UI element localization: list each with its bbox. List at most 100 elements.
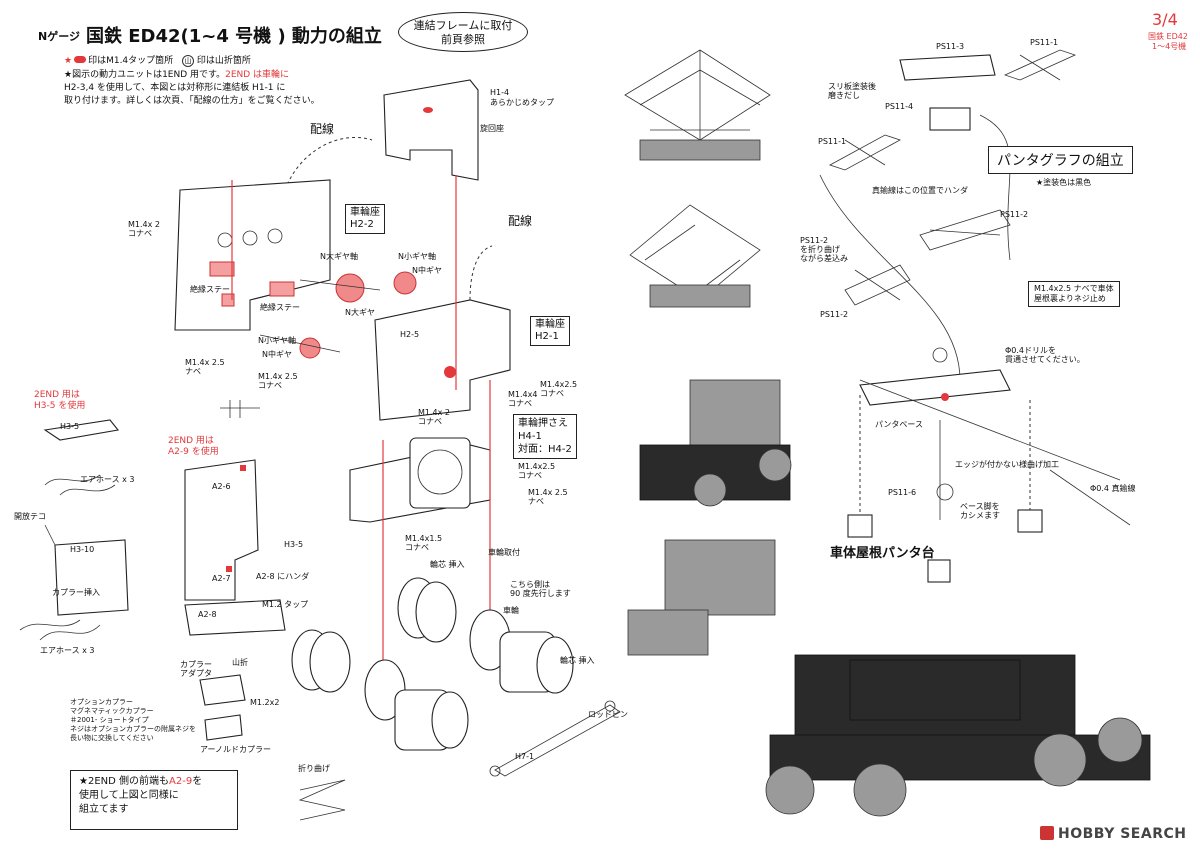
label-panta-base: パンタベース [875, 420, 923, 429]
label-m14x25-nabe-2: M1.4x 2.5 ナベ [528, 488, 568, 506]
header-note-1: ★図示の動力ユニットは1END 用です。2END は車輪に [64, 70, 290, 80]
label-pretap: あらかじめタップ [490, 98, 554, 107]
note-2end-a29: 2END 用は A2-9 を使用 [168, 436, 219, 457]
fold-wire [298, 779, 346, 821]
label-rod-pin: ロッドピン [588, 710, 628, 719]
label-h3-10: H3-10 [70, 545, 95, 554]
label-roof-stand: 車体屋根パンタ台 [830, 546, 935, 561]
gauge-label: Nゲージ [38, 30, 80, 43]
label-h1-4: H1-4 [490, 88, 510, 97]
ps11-3-part [899, 54, 996, 81]
fold-mark-icon: 山 [182, 55, 195, 67]
label-m12x2: M1.2x2 [250, 698, 280, 707]
label-ps11-2-fold: PS11-2 を折り曲げ ながら差込み [800, 236, 848, 263]
bogie-photo-2 [627, 539, 776, 656]
pantograph-title-box: パンタグラフの組立 [988, 146, 1133, 174]
label-ps11-4: PS11-4 [885, 102, 914, 111]
label-a2-8-solder: A2-8 にハンダ [256, 572, 310, 581]
page-title: 国鉄 ED42(1~4 号機 ) 動力の組立 [86, 26, 382, 47]
label-h7-1: H7-1 [515, 752, 535, 761]
label-phase-note: こちら側は 90 度先行します [510, 580, 571, 598]
wheel-seat-h2-1-box: 車輪座 H2-1 [530, 316, 570, 346]
label-m14x25-konabe-1: M1.4x 2.5 コナベ [258, 372, 298, 390]
label-m14x15: M1.4x1.5 コナベ [405, 534, 443, 552]
label-fold: 折り曲げ [298, 764, 330, 773]
label-a2-7: A2-7 [212, 574, 231, 583]
wheel-presser-box: 車輪押さえ H4-1 対面：H4-2 [513, 414, 577, 459]
label-ps11-6: PS11-6 [888, 488, 917, 497]
label-h2-5: H2-5 [400, 330, 420, 339]
coupler-plate-h3-10 [54, 539, 129, 616]
frame-callout: 連結フレームに取付 前頁参照 [398, 12, 528, 52]
wiring-line [284, 136, 373, 191]
label-ps11-3: PS11-3 [936, 42, 965, 51]
connecting-rod [494, 704, 621, 777]
label-brass-wire: Φ0.4 真鍮線 [1090, 484, 1136, 493]
label-wheel-attach: 車輪取付 [488, 548, 520, 557]
bottom-note-box: ★2END 側の前端もA2-9を 使用して上図と同様に 組立てます [70, 770, 238, 830]
n-large-gear [335, 273, 365, 303]
label-n-large-gear-shaft: N大ギヤ軸 [320, 252, 358, 261]
hobby-search-logo-icon [1040, 826, 1054, 840]
label-paint-note: ★塗装色は黒色 [1036, 178, 1092, 187]
end-frame-h3-5 [43, 419, 120, 441]
label-m14x25-konabe-3: M1.4x2.5 コナベ [518, 462, 556, 480]
wiring-label-1: 配線 [310, 122, 335, 136]
label-brass-note: 真鍮線はこの位置でハンダ [872, 186, 968, 195]
bogie-photo-1 [639, 379, 792, 507]
watermark: HOBBY SEARCH [1040, 826, 1186, 842]
n-mid-gear [299, 337, 321, 359]
wiring-line [469, 245, 493, 301]
label-base-leg: ベース脚を カシメます [960, 502, 1000, 520]
page-sub-2: 1～4号機 [1152, 42, 1187, 51]
label-arnold: アーノルドカプラー [200, 745, 272, 754]
label-m14x4: M1.4x4 コナベ [508, 390, 538, 408]
label-m14x25-konabe-2: M1.4x2.5 コナベ [540, 380, 578, 398]
label-a2-8: A2-8 [198, 610, 217, 619]
label-ps11-2-bottom: PS11-2 [820, 310, 849, 319]
tap-marker [423, 107, 433, 113]
header-note-2: H2-3,4 を使用して、本図とは対称形に連結板 H1-1 に [64, 83, 286, 93]
label-ps11-1: PS11-1 [818, 137, 847, 146]
label-axle-insert-1: 輪芯 挿入 [430, 560, 465, 569]
label-insul-stay-2: 絶縁ステー [260, 303, 300, 312]
wheel-seat-h2-2-box: 車輪座 H2-2 [345, 204, 385, 234]
wheel-seat-plate-h2-2 [174, 179, 331, 331]
note-2end-h35: 2END 用は H3-5 を使用 [34, 390, 86, 411]
label-ps11-1-top: PS11-1 [1030, 38, 1059, 47]
label-air-hose-top: エアホース x 3 [80, 475, 135, 484]
label-n-small-gear-shaft: N小ギヤ軸 [398, 252, 436, 261]
legend-tap: ★印はM1.4タップ箇所 山 印は山折箇所 [64, 55, 251, 67]
label-m14x2-top: M1.4x 2 コナベ [128, 220, 160, 238]
label-open-teko: 開放テコ [14, 512, 46, 521]
screw-note-box: M1.4x2.5 ナベで車体 屋根裏よりネジ止め [1028, 281, 1120, 307]
n-mid-gear-top [393, 271, 417, 295]
label-insul-stay-1: 絶縁ステー [190, 285, 230, 294]
label-a2-6: A2-6 [212, 482, 231, 491]
frame-mount-part [383, 79, 479, 181]
panta-base [859, 369, 1011, 406]
label-n-large-gear: N大ギヤ [345, 308, 375, 317]
pantograph-photo-1 [624, 49, 771, 161]
page-sub-1: 国鉄 ED42 [1148, 32, 1188, 41]
label-m14x2-konabe: M1.4x 2 コナベ [418, 408, 450, 426]
page-number: 3/4 [1152, 10, 1178, 29]
plate-a2-8 [184, 599, 286, 636]
label-wheel: 車輪 [503, 606, 519, 615]
label-slide-plate: スリ板塗装後 磨きだし [828, 82, 876, 100]
label-m12-tap: M1.2 タップ [262, 600, 309, 609]
label-air-hose-bottom: エアホース x 3 [40, 646, 95, 655]
end-part-a2-6 [184, 459, 259, 601]
header-note-3: 取り付けます。詳しくは次頁、「配線の仕方」をご覧ください。 [64, 96, 320, 106]
label-mountain-fold: 山折 [232, 658, 248, 667]
chassis-photo [765, 654, 1151, 817]
label-coupler-insert: カプラー挿入 [52, 588, 100, 597]
label-axle-insert-2: 輪芯 挿入 [560, 656, 595, 665]
label-drill-note: Φ0.4ドリルを 貫通させてください。 [1005, 346, 1085, 364]
label-ps11-2-top: PS11-2 [1000, 210, 1029, 219]
label-n-small-gear-shaft-2: N小ギヤ軸 [258, 336, 296, 345]
wheel-seat-plate-h2-1 [374, 299, 511, 421]
wiring-label-2: 配線 [508, 214, 533, 228]
label-edge-note: エッジが付かない様曲げ加工 [955, 460, 1059, 469]
